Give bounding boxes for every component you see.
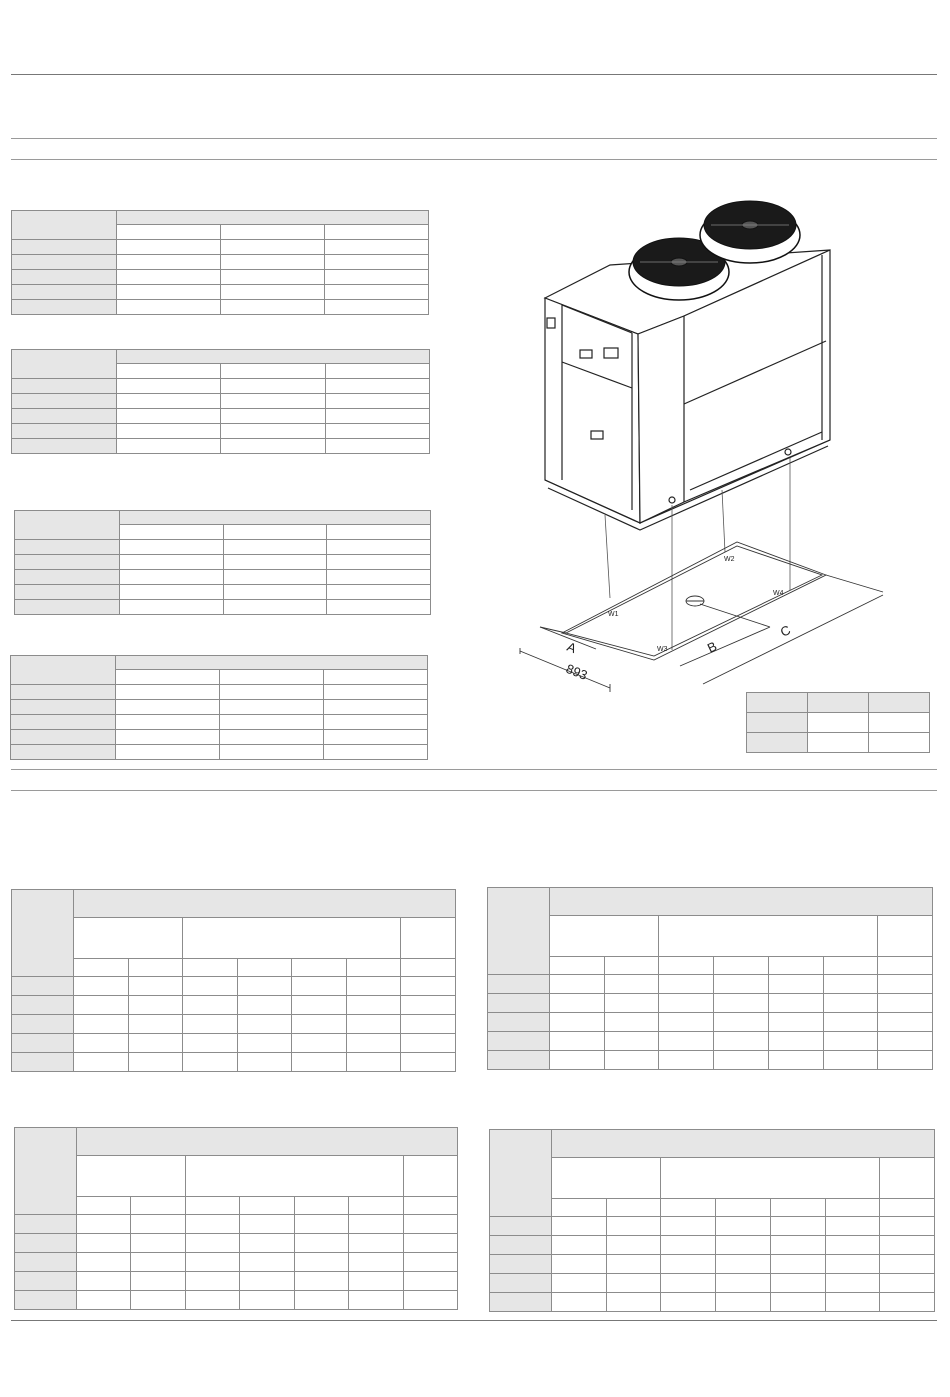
performance-table-bottom-right [489, 1129, 935, 1312]
weight-point-w2: W2 [724, 556, 735, 563]
dimension-legend-table [746, 692, 930, 753]
section-rule-1b [11, 159, 937, 160]
weight-point-w1: W1 [608, 611, 619, 618]
performance-table-top-left [11, 889, 456, 1072]
bottom-rule [11, 1320, 937, 1321]
dimension-c-label: C [778, 622, 793, 640]
spec-table-2 [11, 349, 431, 454]
performance-table-top-right [487, 887, 933, 1070]
fan-left [628, 237, 730, 301]
top-rule [11, 74, 937, 75]
weight-point-w4: W4 [773, 590, 784, 597]
spec-table-1 [11, 210, 429, 315]
dimension-893-label: 893 [564, 661, 590, 683]
weight-point-w3: W3 [657, 646, 668, 653]
section-rule-2a [11, 769, 937, 770]
spec-table-3 [14, 510, 431, 615]
spec-table-4 [10, 655, 428, 760]
section-rule-1a [11, 138, 937, 139]
dimension-a-label: A [565, 639, 579, 656]
fan-right [699, 200, 801, 264]
performance-table-bottom-left [14, 1127, 459, 1310]
section-rule-2b [11, 790, 937, 791]
unit-technical-drawing: 893 A B C W1 W2 W3 W4 [519, 200, 884, 692]
dimension-b-label: B [705, 638, 719, 655]
